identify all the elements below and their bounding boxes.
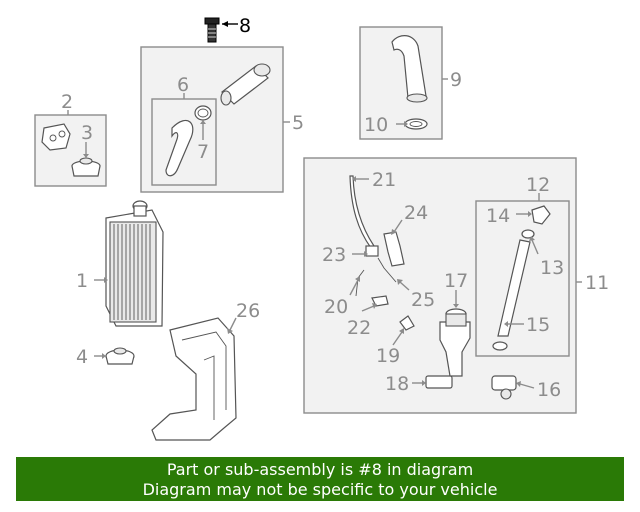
clip-part-22[interactable]: [371, 295, 389, 307]
callout-12: 12: [526, 174, 550, 196]
mount-part-4[interactable]: [105, 347, 135, 365]
callout-23: 23: [322, 244, 346, 266]
callout-22: 22: [347, 317, 371, 339]
banner-line-2: Diagram may not be specific to your vehi…: [142, 480, 498, 499]
leader-lines: [67, 78, 582, 389]
callout-14: 14: [486, 205, 510, 227]
callout-5: 5: [292, 112, 304, 134]
callout-8-highlighted: 8: [239, 15, 251, 37]
bracket-part-2[interactable]: [41, 123, 71, 151]
line-part-25[interactable]: [377, 257, 397, 283]
sensor-part-18[interactable]: [425, 375, 453, 389]
callout-25: 25: [411, 289, 435, 311]
sensor-part-19[interactable]: [399, 315, 415, 331]
banner-line-1: Part or sub-assembly is #8 in diagram: [166, 460, 474, 479]
bolt-part-8[interactable]: [204, 17, 220, 43]
callout-20: 20: [324, 296, 348, 318]
air-guide-part-26[interactable]: [151, 317, 237, 441]
callout-24: 24: [404, 202, 428, 224]
connector-part-23[interactable]: [365, 245, 379, 257]
clamp-part-13[interactable]: [521, 229, 535, 239]
mount-part-3[interactable]: [71, 157, 101, 177]
clamp-part-10[interactable]: [404, 118, 428, 130]
callout-1: 1: [76, 270, 88, 292]
intercooler-part-1[interactable]: [105, 200, 164, 327]
callout-16: 16: [537, 379, 561, 401]
callout-21: 21: [372, 169, 396, 191]
callout-18: 18: [385, 373, 409, 395]
callout-11: 11: [585, 272, 609, 294]
callout-2: 2: [61, 91, 73, 113]
pipe-part-9[interactable]: [391, 35, 428, 103]
air-duct-part-5[interactable]: [220, 63, 271, 106]
callout-9: 9: [450, 69, 462, 91]
callout-17: 17: [444, 270, 468, 292]
info-banner: Part or sub-assembly is #8 in diagram Di…: [16, 457, 624, 501]
callout-7: 7: [197, 141, 209, 163]
hose-part-15[interactable]: [497, 239, 531, 337]
connector-part-14[interactable]: [531, 205, 551, 225]
callout-6: 6: [177, 74, 189, 96]
callout-3: 3: [81, 122, 93, 144]
callout-19: 19: [376, 345, 400, 367]
callout-26: 26: [236, 300, 260, 322]
callout-10: 10: [364, 114, 388, 136]
group-box-12: [475, 200, 570, 357]
clamp-part-7[interactable]: [194, 105, 212, 121]
housing-part-17[interactable]: [439, 308, 471, 377]
callout-15: 15: [526, 314, 550, 336]
callout-13: 13: [540, 257, 564, 279]
callout-4: 4: [76, 346, 88, 368]
hose-part-6[interactable]: [165, 119, 194, 177]
